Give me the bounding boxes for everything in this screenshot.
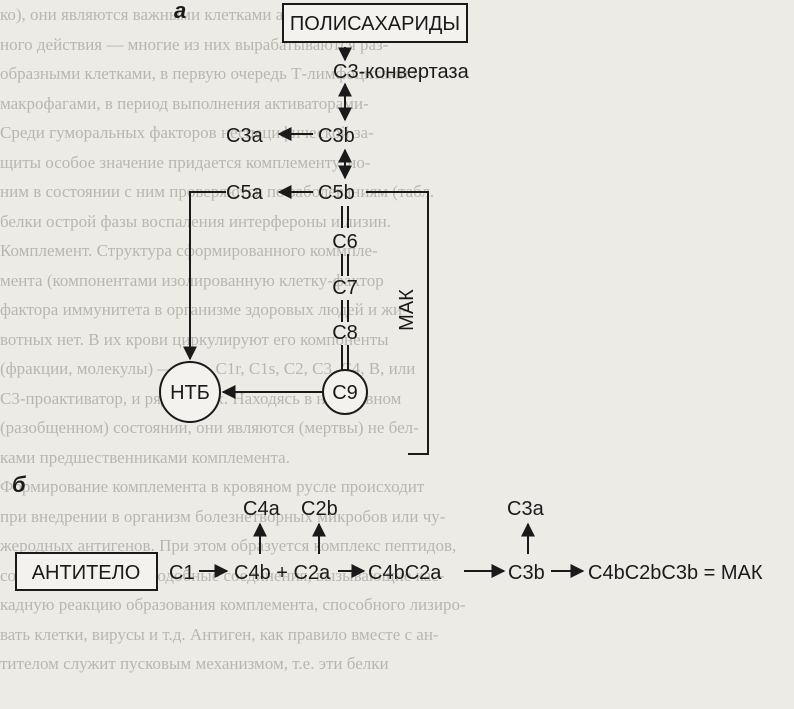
background-text-line: (разобщенном) состоянии, они являются (м… [0, 418, 419, 437]
arrow-to-ntb [183, 191, 226, 361]
background-text-line: ного действия — многие из них вырабатыва… [0, 34, 389, 54]
mak-result-label: С4bС2bС3b = МАК [588, 562, 763, 584]
background-text-line: белки острой фазы воспаления интерфероны… [0, 211, 392, 231]
background-text-line: щиты особое значение придается комплемен… [0, 152, 371, 172]
c4a-label: С4а [243, 498, 281, 520]
background-text-line: при внедрении в организм болезнетворных … [0, 506, 446, 526]
c3a-b-label: С3а [507, 498, 545, 520]
c2b-label: С2b [301, 498, 338, 520]
antibody-label: АНТИТЕЛО [32, 562, 141, 584]
c3b-b-label: С3b [508, 562, 545, 584]
panel-a-label: а [174, 0, 186, 23]
mak-label: МАК [396, 289, 418, 331]
c5a-label: С5а [226, 182, 264, 204]
background-text-line: вать клетки, вирусы и т.д. Антиген, как … [0, 624, 439, 644]
background-text: ко), они являются важными клетками антиг… [0, 5, 466, 673]
antibody-box [15, 552, 158, 591]
c9-label: С9 [332, 382, 358, 404]
c1-label: С1 [169, 562, 195, 584]
ntb-circle [159, 361, 221, 423]
background-text-line: тителом служит пусковым механизмом, т.е.… [0, 654, 389, 673]
background-text-line: Формирование комплемента в кровяном русл… [0, 477, 425, 496]
c9-circle [322, 369, 368, 415]
mak-bracket [366, 191, 429, 455]
c3a-label: С3а [226, 125, 264, 147]
c6-c7-bond [341, 254, 349, 276]
c8-c9-bond [341, 345, 349, 370]
background-text-line: фактора иммунитета в организме здоровых … [0, 300, 408, 319]
c4b-c2a-label: С4b + С2а [234, 562, 331, 584]
background-text-line: Комплемент. Структура сформированного ко… [0, 241, 378, 260]
c3-convertase-label: С3-конвертаза [333, 61, 470, 83]
background-text-line: образными клетками, в первую очередь Т-л… [0, 64, 422, 83]
background-text-line: вотных нет. В их крови циркулируют его к… [0, 329, 389, 349]
c7-label: С7 [332, 277, 358, 299]
c6-label: С6 [332, 231, 358, 253]
ntb-label: НТБ [170, 382, 210, 404]
c3b-label: С3b [318, 125, 355, 147]
background-text-line: ками предшественниками комплемента. [0, 447, 290, 467]
background-text-line: жеродных антигенов. При этом образуется … [0, 536, 457, 555]
c7-c8-bond [341, 300, 349, 322]
c4bc2a-label: С4bС2а [368, 562, 442, 584]
c8-label: С8 [332, 322, 358, 344]
c5b-c6-bond [341, 206, 349, 228]
c5b-label: С5b [318, 182, 355, 204]
background-text-line: кадную реакцию образования комплемента, … [0, 595, 466, 614]
polysaccharides-label: ПОЛИСАХАРИДЫ [290, 13, 460, 35]
panel-b-label: б [12, 472, 27, 497]
background-text-line: ним в состоянии с ним проверяются по заб… [0, 182, 435, 201]
polysaccharides-box [282, 3, 468, 43]
